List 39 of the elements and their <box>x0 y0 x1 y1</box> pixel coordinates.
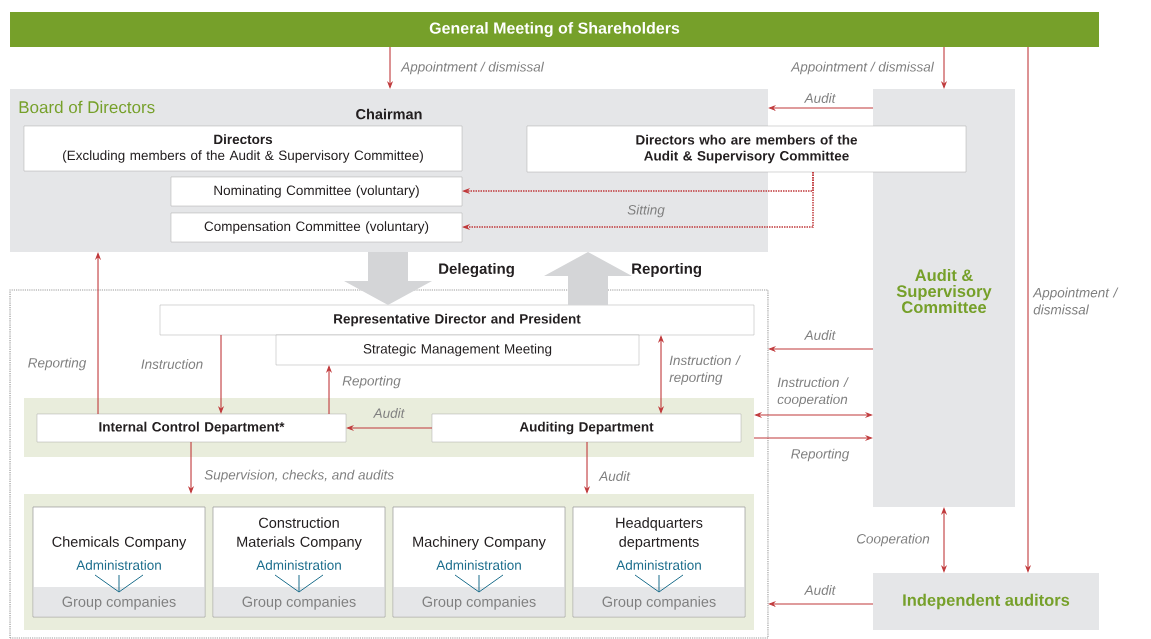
edge-label: Audit <box>372 408 405 418</box>
panel-title: Board of Directors <box>19 100 155 114</box>
edge-label: Appointment / dismissal <box>400 61 545 75</box>
role-label: Chairman <box>356 108 422 120</box>
edge-label: Cooperation <box>857 533 930 547</box>
edge-label: Appointment / dismissal <box>790 61 935 75</box>
edge-label: Reporting <box>632 262 702 277</box>
edge-label: Delegating <box>439 262 514 277</box>
org-box: Nominating Committee (voluntary) <box>170 176 463 207</box>
edge-label: Audit <box>598 471 631 481</box>
org-box: Strategic Management Meeting <box>275 334 640 366</box>
org-box: Directors who are members of the Audit & Supervisory Committee <box>526 125 967 173</box>
edge-label: Supervision, checks, and audits <box>204 469 394 483</box>
panel-title: Independent auditors <box>903 593 1070 610</box>
company-box: Construction Materials Company Administration Group companies <box>212 506 386 618</box>
company-box: Machinery Company Administration Group companies <box>392 506 566 618</box>
company-box: Headquarters departments Administration Group companies <box>572 506 746 618</box>
edge-label: Reporting <box>342 375 401 389</box>
edge-label: Instruction / reporting <box>669 355 741 385</box>
panel-title: Audit & Supervisory Committee <box>896 268 992 314</box>
dotted-frame <box>9 289 769 639</box>
edge-label: Instruction <box>141 359 203 369</box>
edge-label: Audit <box>803 330 836 340</box>
header-band: General Meeting of Shareholders <box>10 12 1099 47</box>
org-box: Representative Director and President <box>159 304 755 336</box>
org-box: Auditing Department <box>431 413 742 443</box>
edge-label: Instruction / cooperation <box>777 377 849 407</box>
block-arrow <box>544 252 632 305</box>
block-arrow <box>344 252 432 305</box>
edge-label: Audit <box>803 585 836 595</box>
org-box: Directors (Excluding members of the Audit & Supervisory Committee) <box>23 125 463 172</box>
edge-label: Sitting <box>627 204 665 218</box>
company-box: Chemicals Company Administration Group companies <box>32 506 206 618</box>
edge-label: Reporting <box>791 448 850 462</box>
org-box: Internal Control Department* <box>36 413 347 443</box>
edge-label: Audit <box>803 93 836 103</box>
edge-label: Reporting <box>28 357 87 371</box>
org-box: Compensation Committee (voluntary) <box>170 212 463 243</box>
edge-label: Appointment / dismissal <box>1032 287 1119 315</box>
